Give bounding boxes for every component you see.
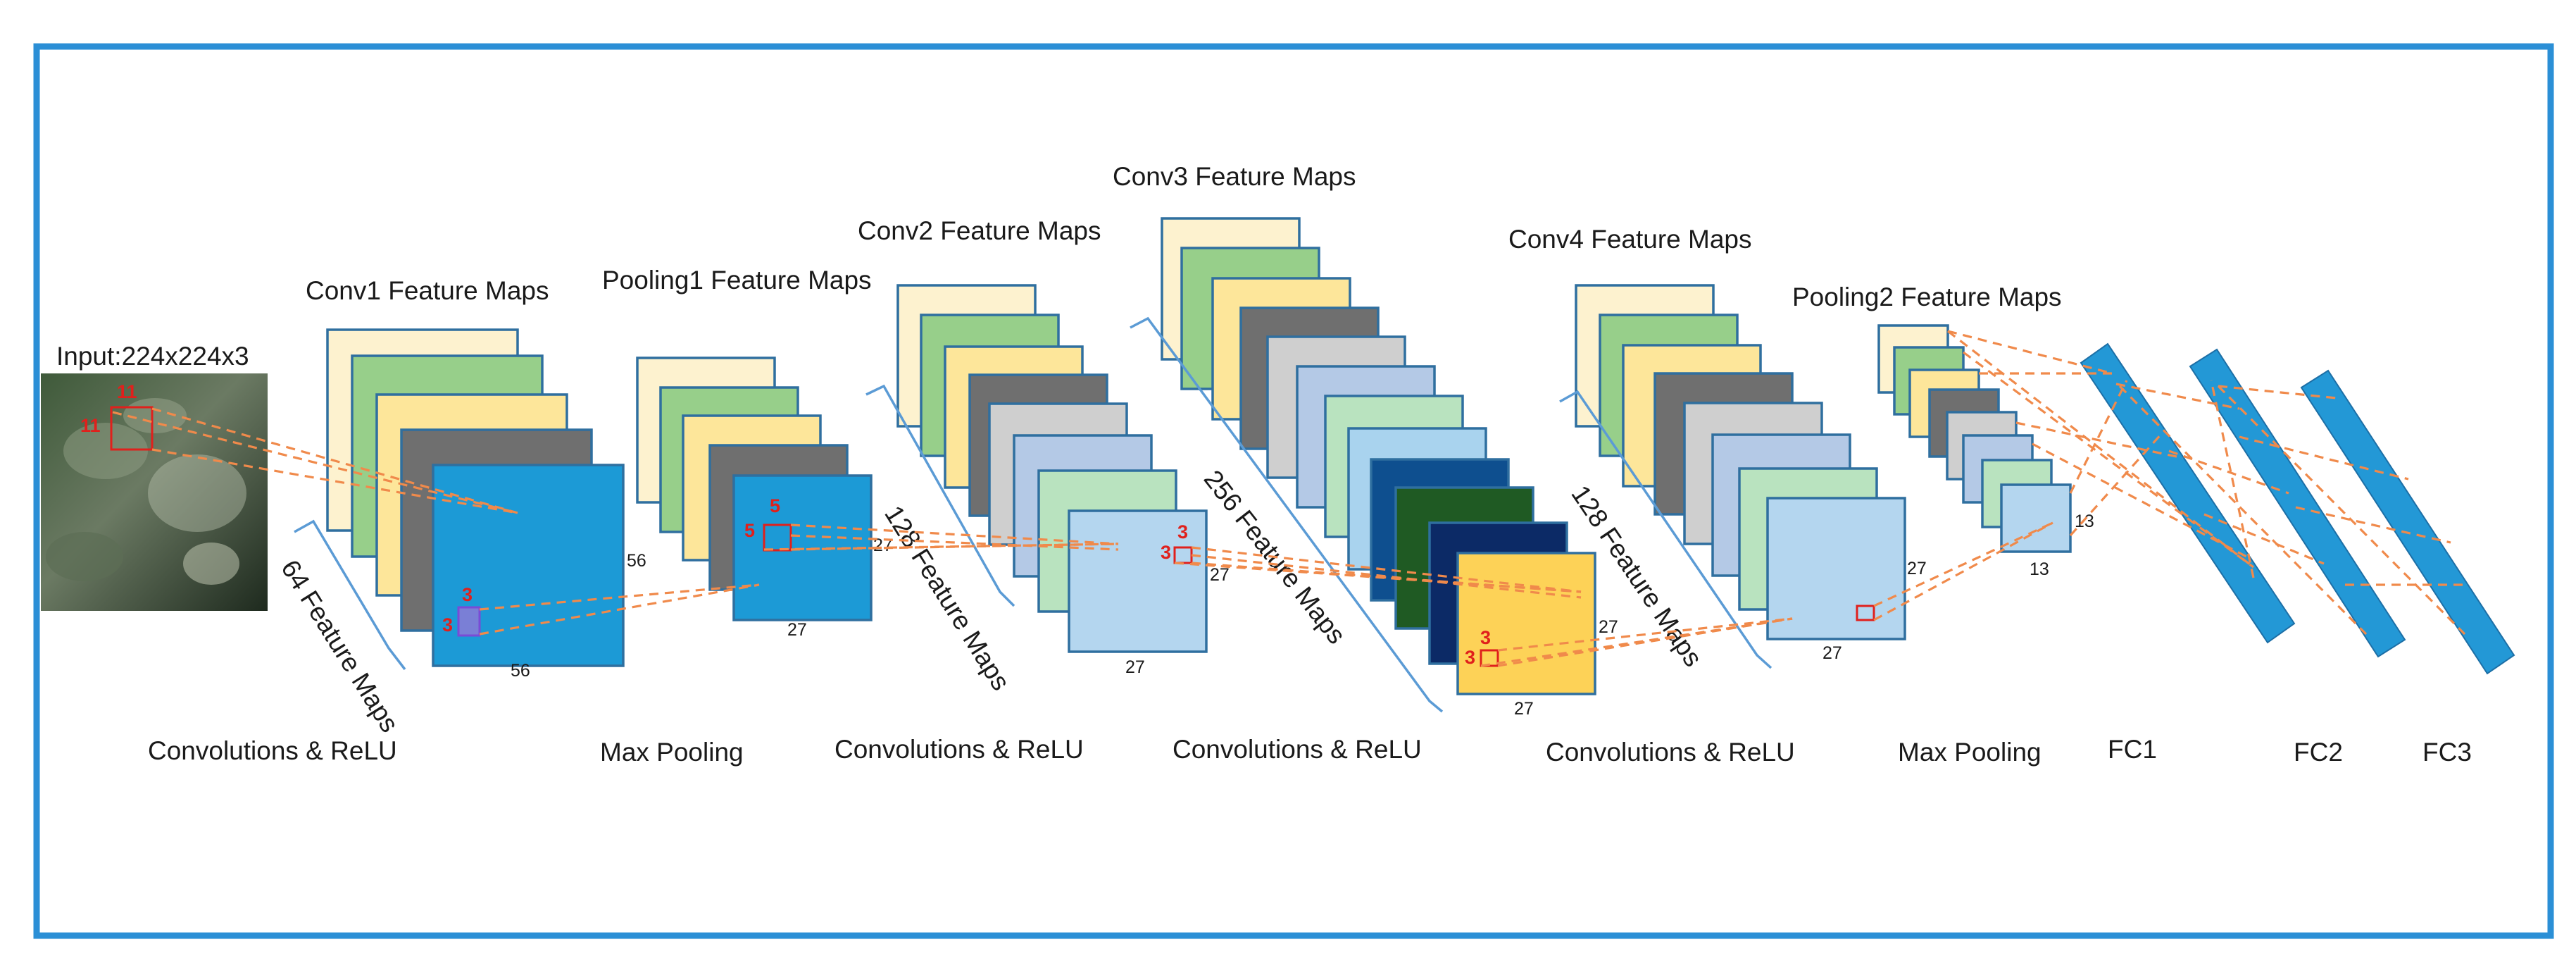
conv1-kernel-box bbox=[457, 606, 481, 637]
conv1-side-dim: 56 bbox=[627, 551, 646, 571]
fc2-label: FC2 bbox=[2294, 738, 2343, 767]
pool1-title: Pooling1 Feature Maps bbox=[602, 266, 872, 295]
input-kernel-box bbox=[110, 406, 154, 451]
fc1-layer bbox=[2080, 342, 2296, 644]
conv3-kernel-box bbox=[1480, 649, 1499, 667]
op-pool2: Max Pooling bbox=[1898, 738, 2042, 767]
conv1-kernel-height: 3 bbox=[442, 614, 453, 636]
op-conv3: Convolutions & ReLU bbox=[1173, 735, 1422, 764]
conv2-title: Conv2 Feature Maps bbox=[858, 216, 1101, 245]
pool1-kernel-width: 5 bbox=[770, 495, 780, 516]
conv4-side-dim: 27 bbox=[1907, 559, 1927, 578]
op-pool1: Max Pooling bbox=[600, 738, 744, 767]
conv4-kernel-box bbox=[1856, 605, 1875, 621]
conv3-map-12 bbox=[1456, 552, 1596, 695]
conv4-title: Conv4 Feature Maps bbox=[1508, 225, 1752, 254]
pool2-bottom-dim: 13 bbox=[2030, 559, 2049, 579]
conv1-bottom-dim: 56 bbox=[511, 661, 530, 681]
conv3-bottom-dim: 27 bbox=[1514, 699, 1534, 719]
conv2-side-dim: 27 bbox=[1210, 565, 1230, 585]
fc1-label: FC1 bbox=[2108, 735, 2157, 764]
fc2-layer bbox=[2189, 348, 2406, 658]
pool1-kernel-height: 5 bbox=[744, 520, 755, 541]
op-conv2: Convolutions & ReLU bbox=[834, 735, 1084, 764]
conv2-brace bbox=[865, 384, 1015, 607]
conv3-kernel-width: 3 bbox=[1480, 627, 1491, 648]
conv3-kernel-height: 3 bbox=[1465, 647, 1475, 668]
input-label: Input:224x224x3 bbox=[56, 342, 249, 371]
conv4-brace bbox=[1559, 390, 1772, 669]
pool1-bottom-dim: 27 bbox=[787, 620, 807, 640]
conv2-map-8 bbox=[1068, 509, 1208, 653]
conv1-brace bbox=[294, 519, 406, 671]
input-kernel-width: 11 bbox=[117, 381, 137, 402]
conv2-kernel-height: 3 bbox=[1161, 542, 1171, 563]
fc3-label: FC3 bbox=[2422, 738, 2472, 767]
conv4-map-8 bbox=[1766, 497, 1906, 640]
conv2-kernel-width: 3 bbox=[1177, 521, 1188, 543]
input-kernel-height: 11 bbox=[80, 415, 101, 436]
pool2-title: Pooling2 Feature Maps bbox=[1792, 283, 2062, 311]
conv1-title: Conv1 Feature Maps bbox=[306, 276, 549, 305]
conv3-title: Conv3 Feature Maps bbox=[1113, 162, 1356, 191]
input-image bbox=[41, 373, 268, 611]
pool1-kernel-box bbox=[763, 523, 792, 552]
pool2-map-8 bbox=[2000, 483, 2072, 553]
conv3-brace bbox=[1130, 316, 1444, 713]
fc3-layer bbox=[2300, 369, 2515, 675]
conv2-bottom-dim: 27 bbox=[1125, 657, 1145, 677]
conv1-map-5 bbox=[432, 464, 625, 667]
conv4-bottom-dim: 27 bbox=[1822, 643, 1842, 663]
conv3-side-dim: 27 bbox=[1599, 617, 1618, 637]
op-conv1: Convolutions & ReLU bbox=[148, 736, 397, 765]
connection-lines bbox=[112, 330, 2466, 667]
op-conv4: Convolutions & ReLU bbox=[1546, 738, 1795, 767]
conv1-kernel-width: 3 bbox=[462, 584, 473, 605]
